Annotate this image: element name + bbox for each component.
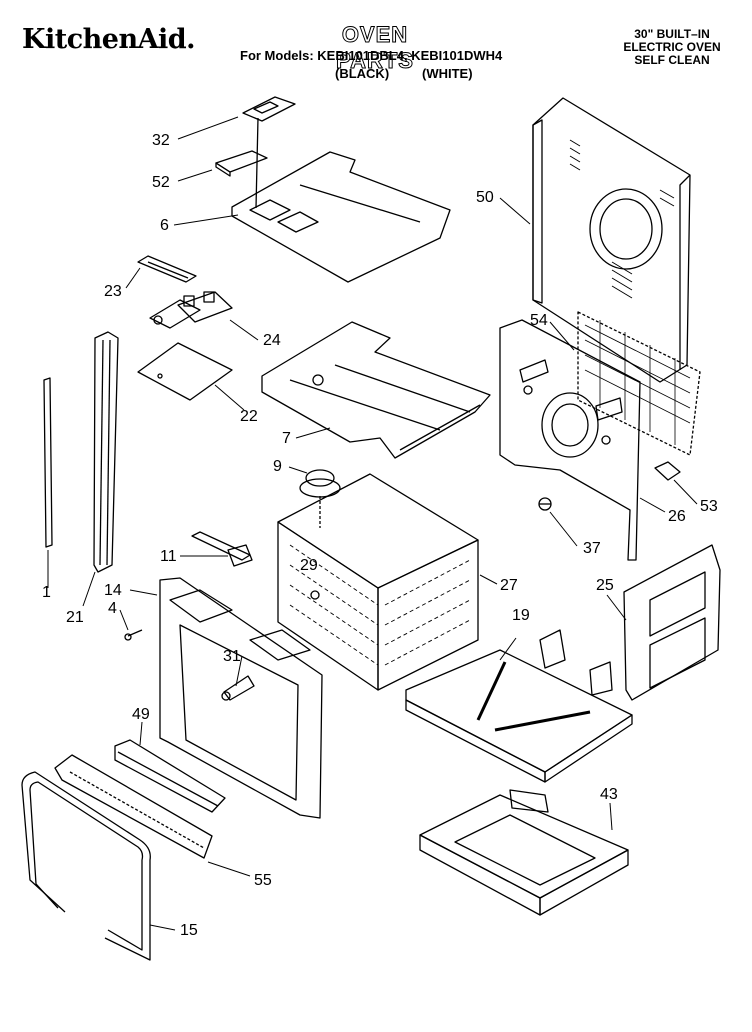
- models-line: For Models: KEBI101DBL4, KEBI101DWH4: [240, 48, 503, 63]
- part-54-drawing: [577, 311, 701, 456]
- part-49-drawing: [114, 739, 226, 813]
- part-label-6: 6: [160, 217, 169, 234]
- part-label-29: 29: [300, 557, 318, 574]
- part-label-32: 32: [152, 132, 170, 149]
- part-26-drawing: [499, 319, 641, 561]
- kitchenaid-logo: KitchenAid.: [22, 24, 196, 55]
- part-7-drawing: [261, 321, 491, 459]
- part-label-9: 9: [273, 458, 282, 475]
- part-31-drawing: [221, 675, 255, 701]
- part-23-drawing: [137, 255, 197, 283]
- part-52-drawing: [215, 150, 268, 177]
- part-label-14: 14: [104, 582, 122, 599]
- part-1-drawing: [43, 377, 53, 548]
- part-label-43: 43: [600, 786, 618, 803]
- part-53-drawing: [654, 461, 681, 481]
- part-label-49: 49: [132, 706, 150, 723]
- part-25-drawing: [623, 544, 721, 701]
- part-label-22: 22: [240, 408, 258, 425]
- part-label-4: 4: [108, 600, 117, 617]
- part-27-drawing: [277, 473, 479, 691]
- part-6-drawing: [231, 151, 451, 283]
- spec-line-1: 30" BUILT–IN: [634, 27, 710, 41]
- part-label-23: 23: [104, 283, 122, 300]
- color-white-label: (WHITE): [422, 66, 473, 81]
- part-55-drawing: [54, 754, 213, 859]
- part-label-26: 26: [668, 508, 686, 525]
- part-label-25: 25: [596, 577, 614, 594]
- part-19-drawing: [405, 629, 633, 783]
- part-label-21: 21: [66, 609, 84, 626]
- part-label-19: 19: [512, 607, 530, 624]
- spec-line-2: ELECTRIC OVEN: [623, 40, 721, 54]
- part-label-53: 53: [700, 498, 718, 515]
- part-label-37: 37: [583, 540, 601, 557]
- part-15-drawing: [21, 771, 151, 961]
- part-label-50: 50: [476, 189, 494, 206]
- part-50-drawing: [532, 97, 691, 383]
- part-label-24: 24: [263, 332, 281, 349]
- part-24-drawing: [149, 291, 233, 329]
- part-label-55: 55: [254, 872, 272, 889]
- part-label-11: 11: [160, 548, 177, 565]
- part-label-15: 15: [180, 922, 198, 939]
- part-11-drawing: [191, 531, 253, 567]
- part-label-7: 7: [282, 430, 291, 447]
- part-32-drawing: [242, 96, 296, 209]
- part-4-drawing: [124, 629, 143, 641]
- diagram-title: OVEN PARTS: [336, 22, 414, 74]
- color-black-label: (BLACK): [335, 66, 390, 81]
- part-43-drawing: [419, 789, 629, 916]
- spec-line-3: SELF CLEAN: [634, 53, 710, 67]
- part-label-52: 52: [152, 174, 170, 191]
- part-21-drawing: [93, 331, 119, 573]
- part-9-drawing: [299, 469, 341, 528]
- part-label-27: 27: [500, 577, 518, 594]
- part-22-drawing: [137, 342, 233, 401]
- part-37-drawing: [538, 497, 552, 511]
- part-label-31: 31: [223, 648, 241, 665]
- part-14-drawing: [159, 577, 323, 819]
- part-label-1: 1: [42, 584, 51, 601]
- part-label-54: 54: [530, 312, 548, 329]
